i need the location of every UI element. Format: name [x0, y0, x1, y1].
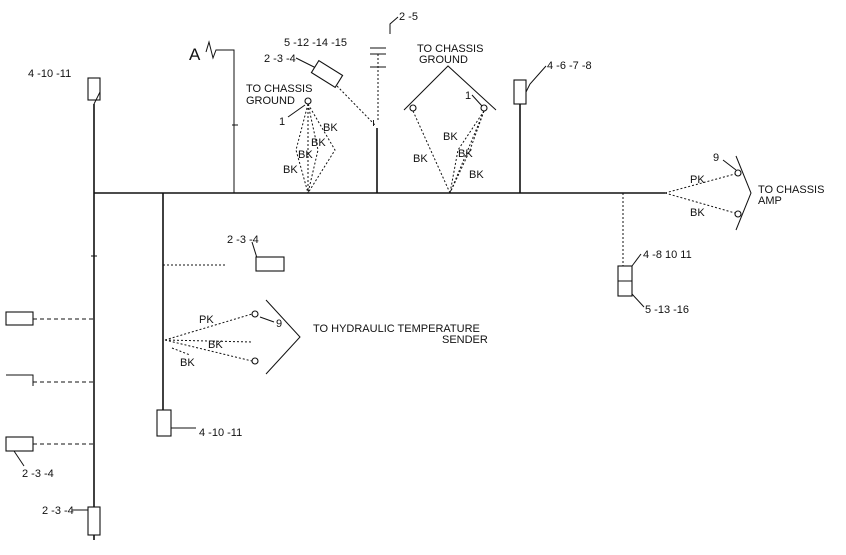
hydraulic-sender: 9 PK BK BK TO HYDRAULIC TEMPERATURE SEND…	[164, 299, 488, 375]
connector-2-3-4-mid: 2 -3 -4	[163, 234, 285, 272]
connector-2-3-4-top: 2 -3 -4	[264, 53, 378, 193]
wire-color-label: BK	[208, 339, 223, 351]
terminal-number: 1	[465, 90, 471, 102]
terminal-number: 9	[713, 152, 719, 164]
wire-color-label: BK	[323, 122, 338, 134]
callout-line-1: TO HYDRAULIC TEMPERATURE	[313, 323, 480, 335]
chassis-ground-left: TO CHASSIS GROUND 1 BK BK BK BK	[246, 83, 338, 194]
wire-color-label: PK	[199, 314, 214, 326]
ref-label: 2 -3 -4	[264, 53, 296, 65]
callout-line-1: TO CHASSIS	[246, 83, 312, 95]
callout-line-2: AMP	[758, 195, 782, 207]
connector-5-12-14-15: 5 -12 -14 -15 2 -5 ı	[284, 11, 418, 129]
wire-color-label: BK	[311, 137, 326, 149]
chassis-amp: 9 PK BK TO CHASSIS AMP	[664, 152, 824, 231]
ref-label: 5 -13 -16	[645, 304, 689, 316]
ref-label: 5 -12 -14 -15	[284, 37, 347, 49]
a-marker-label: A	[189, 45, 201, 64]
svg-text:ı: ı	[372, 117, 375, 129]
main-harness	[93, 104, 665, 540]
ref-label: 4 -6 -7 -8	[547, 60, 592, 72]
connector-4-10-11-top: 4 -10 -11	[28, 68, 101, 105]
connector-4-8-10-11: 4 -8 10 11 5 -13 -16	[617, 193, 692, 316]
wire-color-label: BK	[180, 357, 195, 369]
wire-color-label: PK	[690, 174, 705, 186]
ref-label: 4 -10 -11	[199, 427, 242, 439]
callout-line-2: GROUND	[246, 95, 295, 107]
connector-4-6-7-8: 4 -6 -7 -8	[513, 60, 592, 193]
ref-label: 4 -8 10 11	[643, 249, 692, 261]
callout-line-2: SENDER	[442, 334, 488, 346]
callout-line-2: GROUND	[419, 54, 468, 66]
connector-4-10-11-bottom: 4 -10 -11	[156, 409, 242, 439]
wire-color-label: BK	[283, 164, 298, 176]
ref-label: 2 -3 -4	[227, 234, 259, 246]
ref-label: 2 -3 -4	[22, 468, 54, 480]
wire-color-label: BK	[469, 169, 484, 181]
callout-line-1: TO CHASSIS	[417, 43, 483, 55]
terminal-number: 1	[279, 116, 285, 128]
ref-label: 4 -10 -11	[28, 68, 71, 80]
terminal-number: 9	[276, 318, 282, 330]
chassis-ground-right: TO CHASSIS GROUND 1 BK BK BK BK	[403, 43, 497, 194]
ref-label: 2 -5	[399, 11, 418, 23]
a-marker: A	[189, 40, 238, 193]
ref-label: 2 -3 -4	[42, 505, 74, 517]
wire-color-label: BK	[443, 131, 458, 143]
wire-color-label: BK	[690, 207, 705, 219]
trunk-ticks	[91, 255, 97, 500]
ground-wire-bundle	[295, 103, 336, 194]
wire-color-label: BK	[458, 148, 473, 160]
callout-line-1: TO CHASSIS	[758, 184, 824, 196]
wire-color-label: BK	[298, 149, 313, 161]
wire-color-label: BK	[413, 153, 428, 165]
ground-wire-bundle	[412, 110, 485, 194]
connector-2-3-4-bottom: 2 -3 -4	[42, 505, 101, 536]
left-connectors: 2 -3 -4	[5, 311, 94, 480]
